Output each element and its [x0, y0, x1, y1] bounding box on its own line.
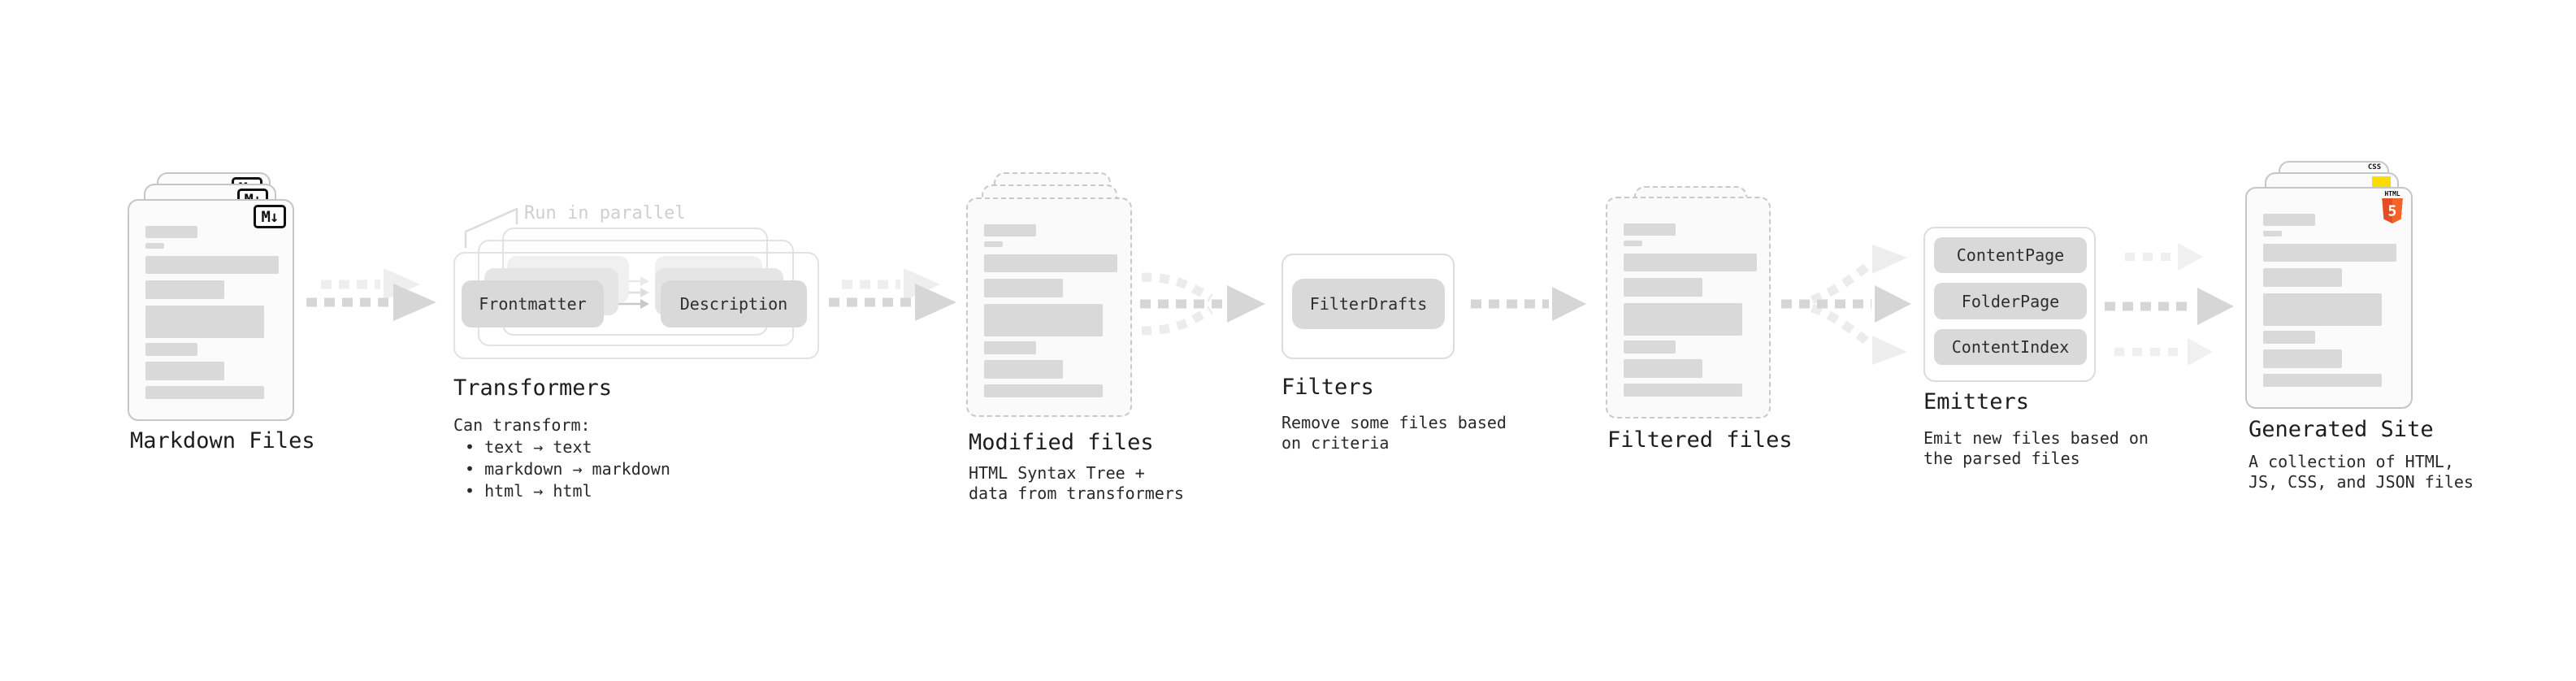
modified-files-description-line: HTML Syntax Tree + — [969, 463, 1145, 483]
doc-line-placeholder — [1624, 303, 1742, 336]
doc-line-placeholder — [1624, 223, 1676, 236]
doc-line-placeholder — [145, 280, 224, 299]
folderpage-chip: FolderPage — [1934, 283, 2087, 319]
doc-line-placeholder — [2263, 268, 2342, 287]
filters-label: Filters — [1281, 375, 1374, 400]
description-chip: Description — [661, 280, 807, 327]
modified-files-label: Modified files — [969, 430, 1154, 455]
arrow-modified-to-filters-merge — [1140, 272, 1265, 336]
doc-line-placeholder — [2263, 374, 2382, 387]
run-in-parallel-leader-line — [464, 207, 518, 248]
contentindex-chip: ContentIndex — [1934, 329, 2087, 365]
markdown-file-card-front — [128, 199, 294, 421]
doc-line-placeholder — [145, 386, 264, 399]
modified-files-description: HTML Syntax Tree + data from transformer… — [969, 463, 1184, 504]
emitters-label: Emitters — [1923, 389, 2030, 414]
emitters-description: Emit new files based on the parsed files — [1923, 428, 2149, 469]
frontmatter-chip: Frontmatter — [462, 280, 604, 327]
contentpage-chip: ContentPage — [1934, 237, 2087, 273]
doc-line-placeholder — [1624, 384, 1742, 397]
doc-line-placeholder — [145, 226, 197, 238]
doc-line-placeholder — [2263, 293, 2382, 326]
html5-shield: 5 — [2382, 198, 2403, 223]
transformers-description-intro: Can transform: — [453, 415, 591, 435]
doc-line-placeholder — [984, 241, 1003, 247]
doc-line-placeholder — [984, 341, 1036, 354]
markdown-files-label: Markdown Files — [130, 428, 315, 453]
doc-line-placeholder — [984, 279, 1063, 297]
doc-line-placeholder — [145, 343, 197, 356]
doc-line-placeholder — [2263, 231, 2282, 236]
emitters-description-line: Emit new files based on — [1923, 428, 2149, 448]
javascript-icon — [2372, 176, 2391, 189]
filters-box — [1281, 254, 1455, 359]
doc-line-placeholder — [984, 360, 1063, 379]
filtered-files-label: Filtered files — [1607, 427, 1793, 453]
generated-html-card — [2245, 187, 2413, 409]
doc-line-placeholder — [1624, 359, 1702, 378]
transformers-description: Can transform: • text → text • markdown … — [453, 414, 670, 502]
filters-description-line: Remove some files based — [1281, 413, 1507, 432]
doc-line-placeholder — [145, 362, 224, 380]
filtered-file-card-front — [1606, 197, 1771, 419]
transformers-label: Transformers — [453, 375, 613, 401]
filters-description-line: on criteria — [1281, 433, 1390, 453]
transformers-bullet: • markdown → markdown — [465, 459, 670, 479]
generated-site-description: A collection of HTML, JS, CSS, and JSON … — [2249, 452, 2474, 492]
css-icon-text: CSS — [2367, 163, 2382, 171]
doc-line-placeholder — [984, 254, 1117, 272]
doc-line-placeholder — [1624, 241, 1642, 246]
svg-text:5: 5 — [2388, 202, 2397, 219]
transformers-bullet: • html → html — [465, 481, 592, 501]
arrows-emitters-to-generated — [2105, 243, 2234, 366]
doc-line-placeholder — [2263, 244, 2396, 262]
html5-icon-text: HTML — [2384, 190, 2400, 197]
doc-line-placeholder — [984, 384, 1103, 397]
emitters-box — [1923, 227, 2096, 382]
doc-line-placeholder — [984, 224, 1036, 236]
doc-line-placeholder — [145, 243, 164, 249]
doc-line-placeholder — [145, 256, 279, 274]
doc-line-placeholder — [1624, 254, 1757, 271]
filters-description: Remove some files based on criteria — [1281, 413, 1507, 453]
run-in-parallel-annotation: Run in parallel — [524, 203, 686, 223]
arrow-transformers-to-modified — [829, 268, 956, 321]
arrow-filters-to-filtered — [1471, 287, 1586, 321]
arrow-filtered-to-emitters-split — [1781, 245, 1911, 365]
html5-icon: HTML 5 — [2379, 190, 2406, 224]
generated-site-description-line: JS, CSS, and JSON files — [2249, 472, 2474, 492]
generated-site-description-line: A collection of HTML, — [2249, 452, 2454, 471]
modified-file-card-front — [966, 197, 1132, 417]
markdown-icon: M↓ — [254, 205, 286, 228]
doc-line-placeholder — [2263, 349, 2342, 368]
arrow-markdown-to-transformers — [306, 268, 436, 321]
doc-line-placeholder — [1624, 278, 1702, 297]
doc-line-placeholder — [1624, 340, 1676, 354]
doc-line-placeholder — [2263, 331, 2315, 344]
emitters-description-line: the parsed files — [1923, 449, 2080, 468]
modified-files-description-line: data from transformers — [969, 484, 1184, 503]
generated-site-label: Generated Site — [2249, 417, 2434, 442]
doc-line-placeholder — [984, 304, 1103, 336]
transformer-layer-front — [453, 252, 819, 359]
filterdrafts-chip: FilterDrafts — [1292, 279, 1445, 329]
doc-line-placeholder — [145, 306, 264, 338]
doc-line-placeholder — [2263, 214, 2315, 226]
transformers-bullet: • text → text — [465, 437, 592, 457]
